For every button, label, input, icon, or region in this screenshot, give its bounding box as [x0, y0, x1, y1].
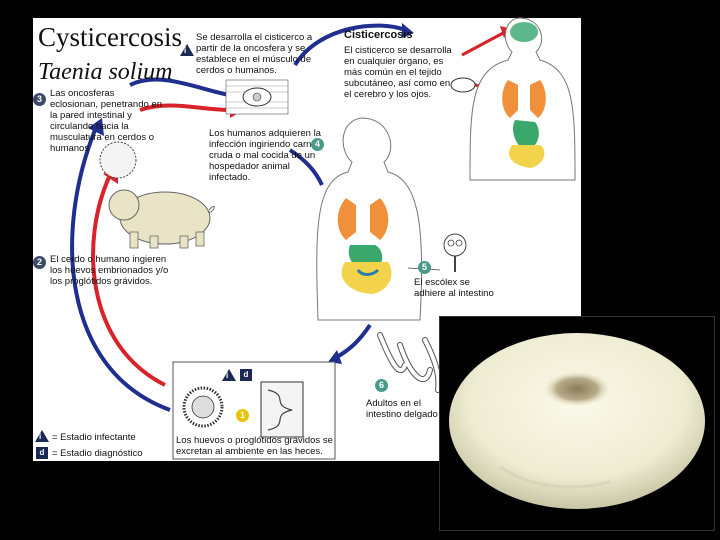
cycle-arrow-blue-mid — [288, 148, 324, 186]
diagram-header: Cisticercosis — [344, 29, 413, 41]
muscle-cyst-illustration — [225, 79, 289, 115]
pig-illustration — [108, 189, 215, 249]
cycle-arrow-blue-left — [70, 129, 171, 412]
step5-badge: 5 — [418, 261, 431, 274]
arrow-head-blue-left — [88, 118, 104, 136]
legend-diagnostic-label: = Estadio diagnóstico — [52, 448, 143, 459]
box-diagnostic-icon: d — [240, 369, 252, 381]
cyst-small-illustration — [450, 77, 476, 93]
legend-infective-label: = Estadio infectante — [52, 432, 136, 443]
cycle-arrow-blue-bottom — [334, 323, 372, 360]
cysticercus-photo — [439, 316, 715, 531]
arrow-head-blue-bottom — [328, 350, 342, 364]
step3-text: Las oncosferas eclosionan, penetrando en… — [50, 88, 162, 154]
human-figure-top — [469, 17, 576, 181]
cycle-arrow-red-left — [91, 174, 166, 387]
scolex-illustration — [443, 233, 467, 272]
step4-text: Los humanos adquieren la infección ingir… — [209, 128, 321, 183]
slide-title: Cysticercosis — [38, 22, 182, 52]
eggs-box — [172, 361, 336, 460]
eggs-text: Los huevos o proglótidos grávidos se exc… — [176, 435, 333, 457]
oncosphere-illustration — [99, 141, 137, 179]
cycle-arrow-blue-top — [129, 77, 231, 97]
step1-text: Se desarrolla el cisticerco a partir de … — [196, 32, 313, 76]
cyst-photo-graphic — [449, 333, 705, 509]
slide-subtitle: Taenia solium — [38, 59, 173, 85]
step6-badge: 6 — [375, 379, 388, 392]
legend-diagnostic-icon: d — [36, 447, 48, 459]
step5-text: El escólex se adhiere al intestino — [414, 277, 494, 299]
step6-text: Adultos en el intestino delgado — [366, 398, 438, 420]
cycle-arrow-blue-topright — [293, 23, 406, 67]
legend-infective-icon: i — [35, 430, 49, 442]
red-arrow-brain — [461, 30, 506, 57]
step4-badge: 4 — [311, 138, 324, 151]
box-infective-icon: i — [222, 369, 236, 381]
step2-text: El cerdo o humano ingieren los huevos em… — [50, 254, 169, 287]
cyst-organ-text: El cisticerco se desarrolla en cualquier… — [344, 45, 452, 100]
step1b-badge: 1 — [236, 409, 249, 422]
step3-badge: 3 — [33, 93, 46, 106]
cycle-arrow-red-top — [139, 103, 231, 112]
arrow-head-blue-topright — [402, 23, 414, 38]
infective-stage-icon: i — [180, 44, 194, 56]
human-figure-middle — [316, 117, 423, 321]
step2-badge: 2 — [33, 256, 46, 269]
